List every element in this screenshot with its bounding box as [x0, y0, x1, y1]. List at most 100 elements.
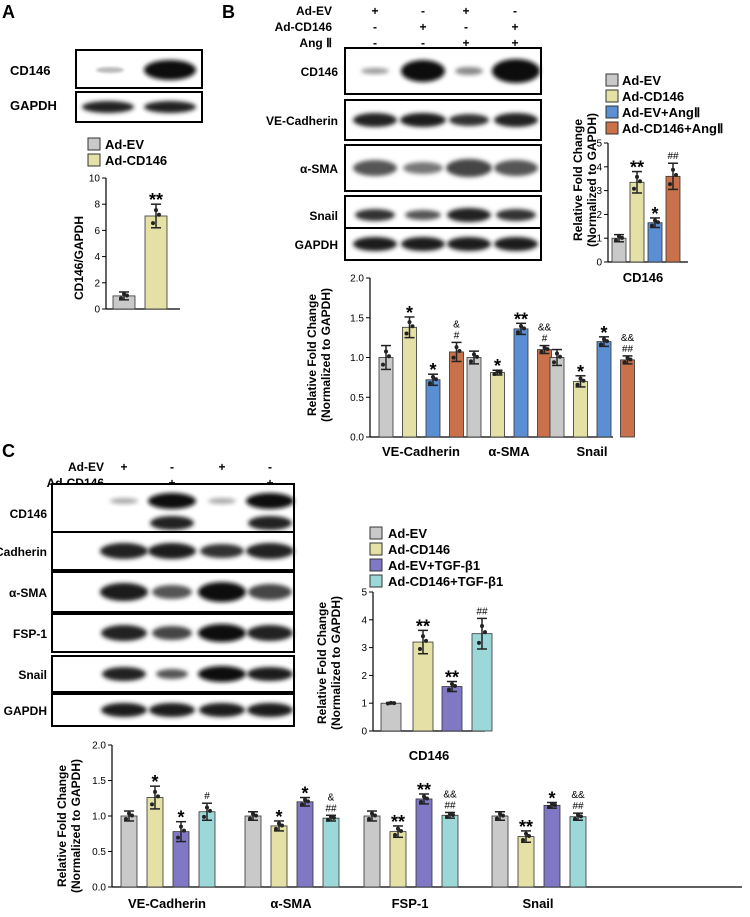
significance-label: ** — [416, 616, 430, 636]
bar — [517, 836, 535, 888]
data-point — [578, 376, 583, 381]
data-point — [157, 212, 161, 217]
bar — [573, 380, 588, 438]
data-point — [303, 797, 307, 802]
y-tick-label: 1.0 — [350, 353, 364, 364]
blot-band — [150, 516, 194, 530]
data-point — [492, 372, 497, 377]
panel-a-legend: Ad-EV Ad-CD146 — [87, 137, 167, 168]
data-point — [419, 799, 423, 804]
condition-sign: + — [462, 36, 469, 50]
significance-label: ## — [476, 606, 488, 617]
blot-label: FSP-1 — [13, 627, 47, 641]
condition-sign: + — [218, 460, 225, 474]
condition-sign: - — [373, 20, 377, 34]
x-tick-label: α-SMA — [270, 896, 312, 911]
legend-entry: Ad-CD146+AngⅡ — [622, 121, 723, 136]
significance-label: && — [621, 333, 635, 344]
data-point — [650, 223, 654, 228]
blot-band — [198, 666, 246, 682]
data-point — [519, 324, 523, 329]
data-point — [451, 355, 456, 360]
y-tick-label: 2 — [596, 210, 602, 221]
data-point — [622, 360, 627, 365]
data-point — [130, 813, 134, 818]
blot-band — [100, 583, 148, 601]
data-point — [545, 347, 550, 352]
condition-label: Ad-CD146 — [275, 20, 333, 34]
data-point — [483, 630, 487, 635]
blot-band — [361, 68, 389, 74]
data-point — [150, 802, 154, 807]
blot-band — [446, 159, 492, 177]
blot-band — [246, 493, 294, 509]
data-point — [552, 360, 556, 365]
significance-label: ** — [519, 817, 533, 837]
data-point — [671, 167, 675, 172]
legend-entry: Ad-CD146 — [622, 89, 684, 104]
significance-label: * — [651, 204, 658, 224]
data-point — [154, 208, 158, 213]
bar — [490, 372, 505, 438]
panel-a-blots: CD146 GAPDH — [10, 49, 203, 123]
data-point — [475, 354, 479, 359]
y-tick-label: 8 — [94, 200, 100, 211]
data-point — [425, 796, 429, 801]
x-tick-label: FSP-1 — [392, 896, 429, 911]
significance-label: * — [301, 784, 308, 804]
bar — [322, 817, 340, 888]
legend-swatch — [87, 153, 101, 167]
data-point — [122, 291, 126, 296]
condition-label: Ad-EV — [296, 4, 332, 18]
data-point — [424, 638, 428, 643]
bar — [296, 801, 314, 888]
significance-label: ** — [391, 812, 405, 832]
bar — [569, 816, 587, 888]
x-tick-label: α-SMA — [488, 444, 530, 459]
blot-band — [401, 60, 445, 82]
y-tick-label: 1.5 — [350, 313, 364, 324]
significance-label: ** — [514, 309, 528, 329]
condition-sign: - — [421, 36, 425, 50]
blot-band — [494, 237, 538, 251]
y-tick-label: 0.5 — [350, 393, 364, 404]
bar — [415, 798, 433, 888]
data-point — [124, 816, 128, 821]
blot-label: Snail — [18, 668, 47, 682]
data-point — [306, 799, 310, 804]
blot-band — [455, 67, 483, 75]
data-point — [326, 817, 330, 822]
blot-band — [152, 585, 192, 599]
legend-entry: Ad-CD146 — [105, 153, 167, 168]
condition-sign: + — [371, 4, 378, 18]
data-point — [527, 834, 531, 839]
data-point — [421, 634, 425, 639]
blot-band — [248, 516, 292, 530]
bar — [363, 815, 381, 888]
data-point — [576, 812, 580, 817]
data-point — [547, 805, 551, 810]
blot-band — [144, 60, 196, 80]
data-point — [457, 348, 462, 353]
blot-band — [353, 160, 397, 176]
blot-label: GAPDH — [295, 238, 338, 252]
panel-b-legend: Ad-EV Ad-CD146 Ad-EV+AngⅡ Ad-CD146+AngⅡ — [605, 73, 723, 136]
bar — [380, 702, 402, 732]
significance-label: * — [406, 303, 413, 323]
data-point — [575, 382, 580, 387]
chart-panel-b-main: 0.00.51.01.52.0**#&VE-Cadherin***#&&α-SM… — [350, 274, 635, 459]
data-point — [176, 835, 180, 840]
data-point — [638, 179, 642, 184]
data-point — [431, 374, 435, 379]
data-point — [410, 324, 415, 329]
condition-sign: + — [419, 20, 426, 34]
condition-label: Ad-EV — [68, 460, 104, 474]
blot-label: CD146 — [10, 507, 48, 521]
significance-label: ## — [572, 801, 584, 812]
legend-swatch — [87, 137, 101, 151]
data-point — [472, 352, 476, 357]
significance-label: * — [275, 807, 282, 827]
panel-c-legend: Ad-EV Ad-CD146 Ad-EV+TGF-β1 Ad-CD146+TGF… — [369, 526, 503, 589]
